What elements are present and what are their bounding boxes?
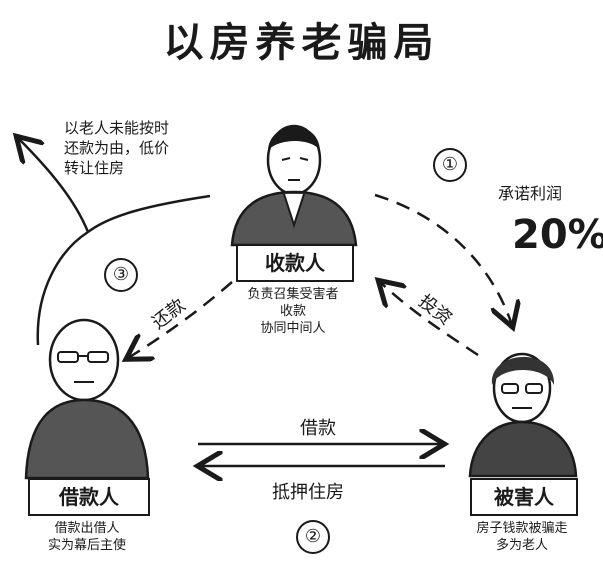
mortgage-label: 抵押住房 (272, 482, 344, 503)
dashed-arrow-promise (374, 193, 512, 325)
branch-arrow-up (18, 138, 90, 233)
promise-text: 承诺利润 (498, 184, 563, 203)
collector-caption: 负责召集受害者 收款 协同中间人 (247, 287, 339, 336)
promise-percent: 20% (512, 212, 603, 258)
left-note: 以老人未能按时 还款为由，低价 转让住房 (64, 119, 170, 177)
diagram-title: 以房养老骗局 (163, 19, 440, 66)
collector-label-box: 收款人 (236, 244, 354, 282)
step-2-marker: ② (296, 520, 330, 554)
collector-figure (230, 124, 358, 247)
borrower-caption: 借款出借人 实为幕后主使 (47, 521, 126, 553)
step-1-marker: ① (433, 148, 467, 182)
loan-label: 借款 (300, 418, 336, 439)
branch-arrow-to-left (87, 194, 211, 233)
victim-label-box: 被害人 (470, 478, 578, 516)
branch-line-down (36, 230, 89, 346)
step-3-marker: ③ (104, 258, 138, 292)
victim-caption: 房子钱款被骗走 多为老人 (476, 521, 568, 553)
victim-figure (468, 352, 578, 478)
borrower-label-box: 借款人 (28, 478, 150, 516)
borrower-figure (24, 318, 150, 480)
